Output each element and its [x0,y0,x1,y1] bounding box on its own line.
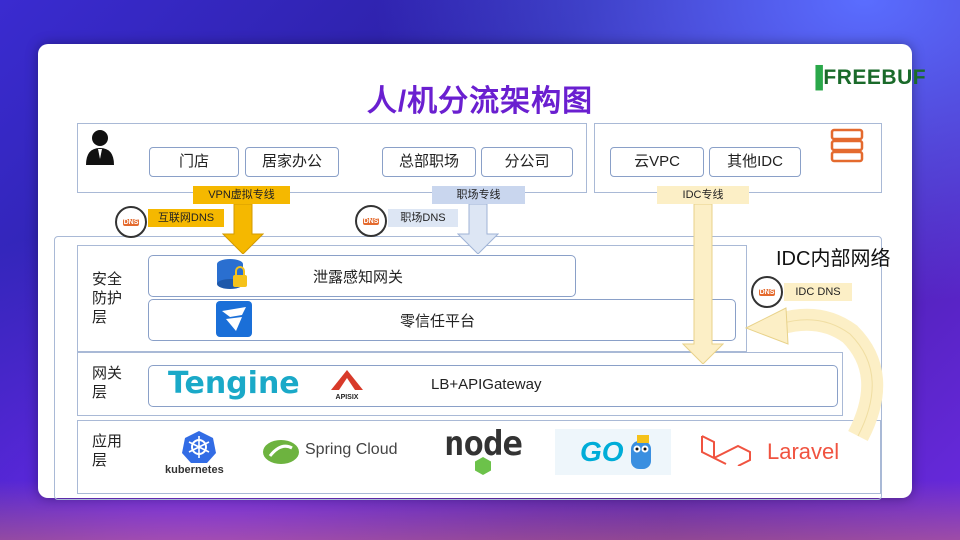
zero-trust-label: 零信任平台 [400,313,476,330]
page-title: 人/机分流架构图 [366,85,594,118]
chip-hq: 总部职场 [382,147,476,177]
office-down-arrow [457,204,499,254]
vpn-line-tag: VPN虚拟专线 [193,186,290,204]
chip-home-office: 居家办公 [245,147,339,177]
database-lock-icon [217,259,247,289]
laravel-label: Laravel [767,439,840,464]
nodejs-hex-icon [475,457,491,475]
gateway-layer-label: 网关层 [92,365,123,401]
kubernetes-icon [182,431,216,463]
spring-cloud-label: Spring Cloud [305,441,398,458]
laravel-icon [701,435,751,466]
lb-api-gateway [148,365,838,407]
go-logo-box [555,429,671,475]
server-icon [830,128,864,163]
apisix-logo-icon [331,370,363,390]
office-line-tag: 职场专线 [432,186,525,204]
zero-trust-shield-icon [216,301,252,337]
chip-other-idc: 其他IDC [709,147,801,177]
apisix-label: APISIX [335,394,359,401]
user-icon [86,130,114,165]
idc-line-tag: IDC专线 [657,186,749,204]
vpn-down-arrow [222,204,264,254]
app-layer-label: 应用层 [92,433,123,469]
chip-cloud-vpc: 云VPC [610,147,704,177]
office-dns-icon: DNS [355,205,387,237]
chip-branch: 分公司 [481,147,573,177]
tengine-logo: Tengine [168,366,300,401]
idc-dns-icon: DNS [751,276,783,308]
spring-leaf-icon [263,440,299,464]
kubernetes-label: kubernetes [165,464,224,476]
idc-down-arrow [682,204,724,364]
idc-dns-tag: IDC DNS [784,283,852,301]
office-dns-tag: 职场DNS [388,209,458,227]
idc-network-label: IDC内部网络 [776,248,891,270]
freebuf-logo: ▐FREEBUF [808,66,927,89]
go-logo: GO [580,436,624,467]
leak-detection-label: 泄露感知网关 [313,269,404,286]
internet-dns-tag: 互联网DNS [148,209,224,227]
chip-store: 门店 [149,147,239,177]
gopher-icon [631,435,651,469]
internet-dns-icon: DNS [115,206,147,238]
lb-api-gateway-label: LB+APIGateway [431,376,542,393]
idc-return-curved-arrow [744,307,884,442]
security-layer-label: 安全防护层 [92,271,123,326]
